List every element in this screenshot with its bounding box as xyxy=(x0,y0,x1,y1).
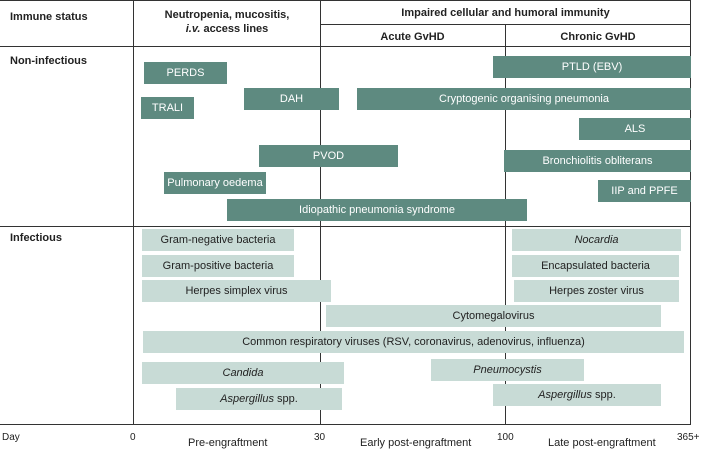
bar-cytomegalovirus: Cytomegalovirus xyxy=(326,305,661,327)
bar-bronchiolitis-obliterans: Bronchiolitis obliterans xyxy=(504,150,691,172)
bar-dah: DAH xyxy=(244,88,339,110)
bar-nocardia: Nocardia xyxy=(512,229,681,251)
bar-common-respiratory-viruses: Common respiratory viruses (RSV, coronav… xyxy=(143,331,684,353)
neutropenia-header-line2: i.v. access lines xyxy=(185,23,269,35)
bar-iip-ppfe: IIP and PPFE xyxy=(598,180,691,202)
chronic-gvhd-header: Chronic GvHD xyxy=(560,31,636,43)
infectious-divider xyxy=(0,226,691,227)
aspergillus-early-suffix: spp. xyxy=(273,393,298,405)
header-bottom-line xyxy=(0,46,691,47)
bar-pneumocystis: Pneumocystis xyxy=(431,359,584,381)
day0-line xyxy=(133,0,134,425)
right-border xyxy=(690,0,691,425)
immune-status-header: Immune status xyxy=(10,11,88,23)
bar-cryptogenic-organising-pneumonia: Cryptogenic organising pneumonia xyxy=(357,88,691,110)
bar-encapsulated-bacteria: Encapsulated bacteria xyxy=(512,255,679,277)
impaired-immunity-header: Impaired cellular and humoral immunity xyxy=(401,7,610,19)
day100-line xyxy=(505,24,506,425)
axis-tick-30: 30 xyxy=(314,432,326,443)
axis-day-label: Day xyxy=(2,432,20,443)
aspergillus-late-suffix: spp. xyxy=(591,389,616,401)
bar-aspergillus-late: Aspergillus spp. xyxy=(493,384,661,406)
infectious-label: Infectious xyxy=(10,232,62,244)
axis-tick-0: 0 xyxy=(130,432,136,443)
bar-trali: TRALI xyxy=(141,97,194,119)
bar-ptld: PTLD (EBV) xyxy=(493,56,691,78)
bottom-axis-line xyxy=(0,424,691,425)
neutropenia-header: Neutropenia, mucositis, i.v. access line… xyxy=(134,8,320,36)
top-border xyxy=(0,0,691,1)
phase-late-post-engraftment: Late post-engraftment xyxy=(548,437,656,449)
neutropenia-header-line1: Neutropenia, mucositis, xyxy=(164,9,290,21)
noninfectious-label: Non-infectious xyxy=(10,55,87,67)
bar-gram-negative: Gram-negative bacteria xyxy=(142,229,294,251)
bar-pvod: PVOD xyxy=(259,145,398,167)
acute-gvhd-header: Acute GvHD xyxy=(380,31,445,43)
bar-perds: PERDS xyxy=(144,62,227,84)
phase-early-post-engraftment: Early post-engraftment xyxy=(360,437,472,449)
phase-pre-engraftment: Pre-engraftment xyxy=(188,437,268,449)
bar-herpes-zoster: Herpes zoster virus xyxy=(514,280,679,302)
bar-aspergillus-early: Aspergillus spp. xyxy=(176,388,342,410)
aspergillus-early-genus: Aspergillus xyxy=(220,393,274,405)
axis-tick-365: 365+ xyxy=(677,432,700,443)
axis-tick-100: 100 xyxy=(497,432,514,443)
bar-als: ALS xyxy=(579,118,691,140)
aspergillus-late-genus: Aspergillus xyxy=(538,389,592,401)
bar-candida: Candida xyxy=(142,362,344,384)
bar-herpes-simplex: Herpes simplex virus xyxy=(142,280,331,302)
bar-pulmonary-oedema: Pulmonary oedema xyxy=(164,172,266,194)
bar-idiopathic-pneumonia-syndrome: Idiopathic pneumonia syndrome xyxy=(227,199,527,221)
bar-gram-positive: Gram-positive bacteria xyxy=(142,255,294,277)
